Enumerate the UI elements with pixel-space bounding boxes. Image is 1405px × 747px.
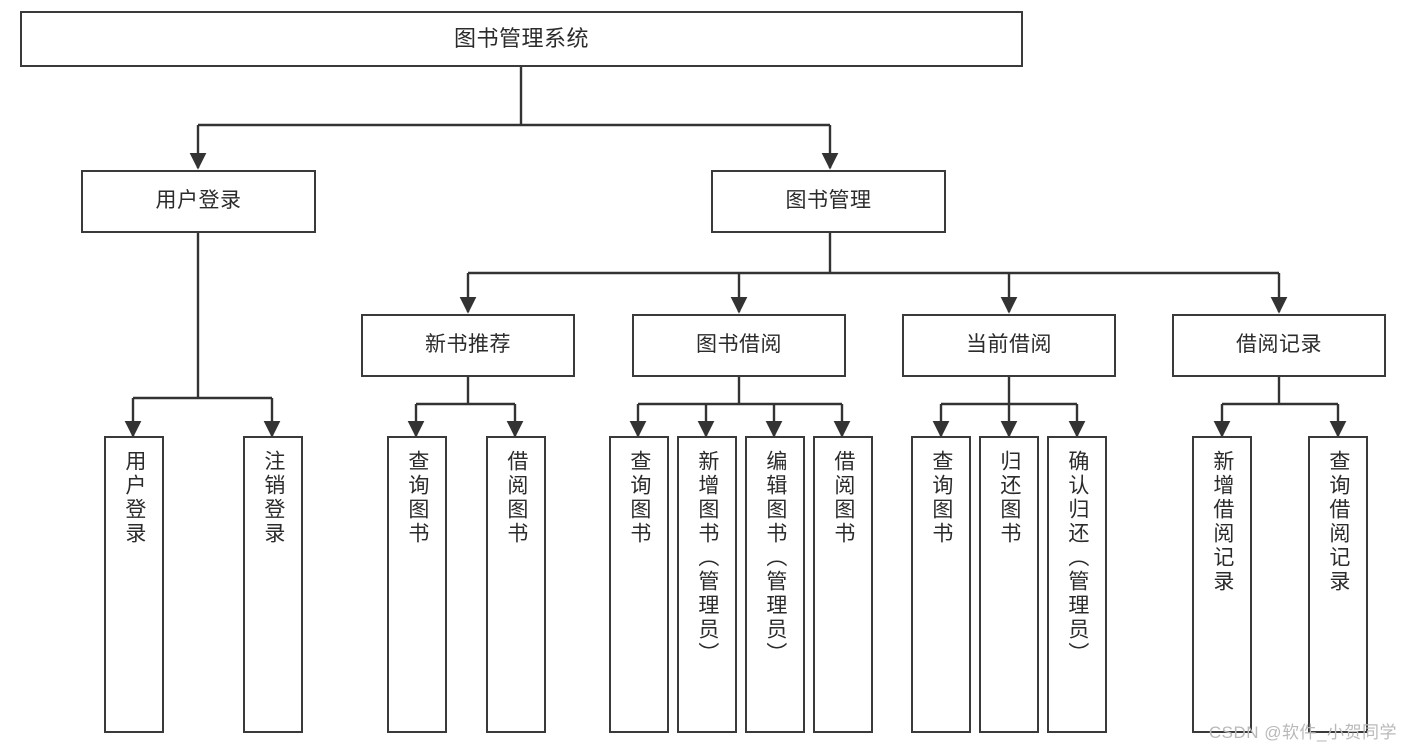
node-leaf-borrow-book-1-label: 借阅图书: [504, 450, 528, 546]
node-borrow-record[interactable]: 借阅记录: [1172, 314, 1386, 377]
node-leaf-logout[interactable]: 注销登录: [243, 436, 303, 733]
node-leaf-logout-label: 注销登录: [261, 450, 285, 546]
node-current-borrow-label: 当前借阅: [966, 333, 1052, 357]
node-leaf-query-record-label: 查询借阅记录: [1326, 450, 1350, 594]
node-leaf-add-book-label: 新增图书（管理员）: [695, 450, 719, 666]
node-leaf-edit-book-label: 编辑图书（管理员）: [763, 450, 787, 666]
node-leaf-query-book-1-label: 查询图书: [405, 450, 429, 546]
node-leaf-query-book-3-label: 查询图书: [929, 450, 953, 546]
node-user-login[interactable]: 用户登录: [81, 170, 316, 233]
node-leaf-borrow-book-2-label: 借阅图书: [831, 450, 855, 546]
node-leaf-add-record[interactable]: 新增借阅记录: [1192, 436, 1252, 733]
node-leaf-query-book-2-label: 查询图书: [627, 450, 651, 546]
node-root-label: 图书管理系统: [453, 26, 589, 52]
node-leaf-return-book[interactable]: 归还图书: [979, 436, 1039, 733]
node-leaf-user-login-label: 用户登录: [122, 450, 146, 546]
node-borrow-record-label: 借阅记录: [1236, 333, 1322, 357]
node-book-manage[interactable]: 图书管理: [711, 170, 946, 233]
node-leaf-confirm-return-label: 确认归还（管理员）: [1065, 450, 1089, 666]
node-leaf-user-login[interactable]: 用户登录: [104, 436, 164, 733]
node-root[interactable]: 图书管理系统: [20, 11, 1023, 67]
node-current-borrow[interactable]: 当前借阅: [902, 314, 1116, 377]
node-leaf-query-book-2[interactable]: 查询图书: [609, 436, 669, 733]
node-leaf-add-book[interactable]: 新增图书（管理员）: [677, 436, 737, 733]
node-leaf-borrow-book-1[interactable]: 借阅图书: [486, 436, 546, 733]
node-new-book-recommend-label: 新书推荐: [425, 333, 511, 357]
node-leaf-confirm-return[interactable]: 确认归还（管理员）: [1047, 436, 1107, 733]
node-leaf-add-record-label: 新增借阅记录: [1210, 450, 1234, 594]
node-leaf-query-record[interactable]: 查询借阅记录: [1308, 436, 1368, 733]
node-book-borrow-label: 图书借阅: [696, 333, 782, 357]
node-leaf-query-book-1[interactable]: 查询图书: [387, 436, 447, 733]
node-book-borrow[interactable]: 图书借阅: [632, 314, 846, 377]
node-leaf-return-book-label: 归还图书: [997, 450, 1021, 546]
node-book-manage-label: 图书管理: [785, 189, 872, 213]
node-leaf-borrow-book-2[interactable]: 借阅图书: [813, 436, 873, 733]
watermark: CSDN @软件_小贺同学: [1208, 723, 1397, 742]
node-leaf-query-book-3[interactable]: 查询图书: [911, 436, 971, 733]
node-user-login-label: 用户登录: [155, 189, 242, 213]
node-new-book-recommend[interactable]: 新书推荐: [361, 314, 575, 377]
node-leaf-edit-book[interactable]: 编辑图书（管理员）: [745, 436, 805, 733]
